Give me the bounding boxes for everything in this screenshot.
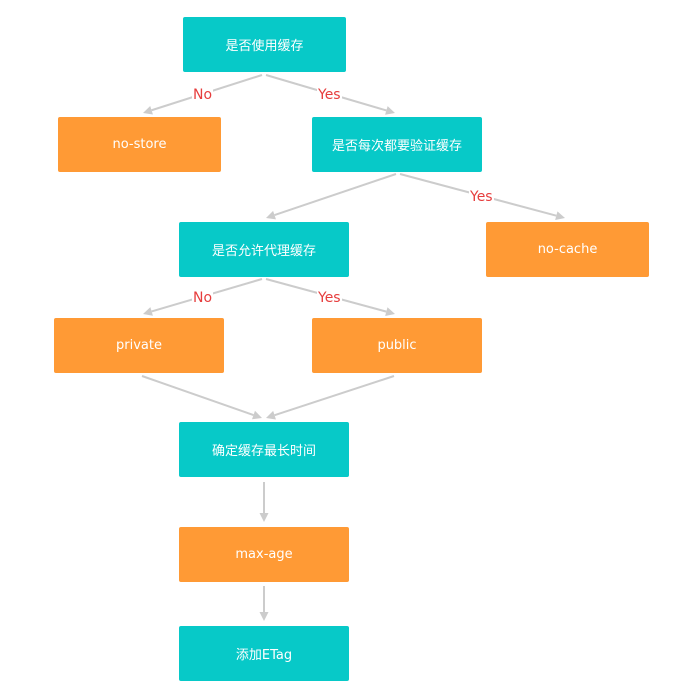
- edge-arrowhead-use_cache-revalidate: [385, 106, 395, 115]
- edge-arrowhead-proxy_cache-private: [143, 307, 153, 316]
- edge-arrowhead-revalidate-no_cache: [555, 211, 565, 221]
- node-add-etag: 添加ETag: [179, 626, 349, 681]
- edge-label-revalidate-yes: Yes: [469, 189, 494, 205]
- node-private: private: [54, 318, 224, 373]
- edge-arrowhead-use_cache-no_store: [143, 105, 153, 115]
- edge-arrowhead-public-max_age_decide: [266, 410, 276, 420]
- edge-arrowhead-revalidate-proxy_cache: [266, 210, 276, 220]
- node-no-store: no-store: [58, 117, 221, 172]
- node-allow-proxy-cache: 是否允许代理缓存: [179, 222, 349, 277]
- edge-arrowhead-private-max_age_decide: [252, 410, 262, 420]
- edge-label-use-cache-no: No: [192, 87, 214, 103]
- edge-arrowhead-proxy_cache-public: [385, 307, 395, 316]
- edge-label-proxy-yes: Yes: [317, 290, 342, 306]
- node-public: public: [312, 318, 482, 373]
- edge-public-max_age_decide: [274, 375, 395, 417]
- edge-private-max_age_decide: [141, 375, 254, 416]
- edge-label-proxy-no: No: [192, 290, 214, 306]
- edge-arrowhead-max_age-etag: [259, 612, 269, 621]
- node-no-cache: no-cache: [486, 222, 649, 277]
- node-max-age: max-age: [179, 527, 349, 582]
- node-use-cache: 是否使用缓存: [183, 17, 346, 72]
- node-revalidate-every-time: 是否每次都要验证缓存: [312, 117, 482, 172]
- node-decide-max-age: 确定缓存最长时间: [179, 422, 349, 477]
- edge-revalidate-proxy_cache: [274, 173, 397, 217]
- edge-label-use-cache-yes: Yes: [317, 87, 342, 103]
- edge-arrowhead-max_age_decide-max_age: [259, 513, 269, 522]
